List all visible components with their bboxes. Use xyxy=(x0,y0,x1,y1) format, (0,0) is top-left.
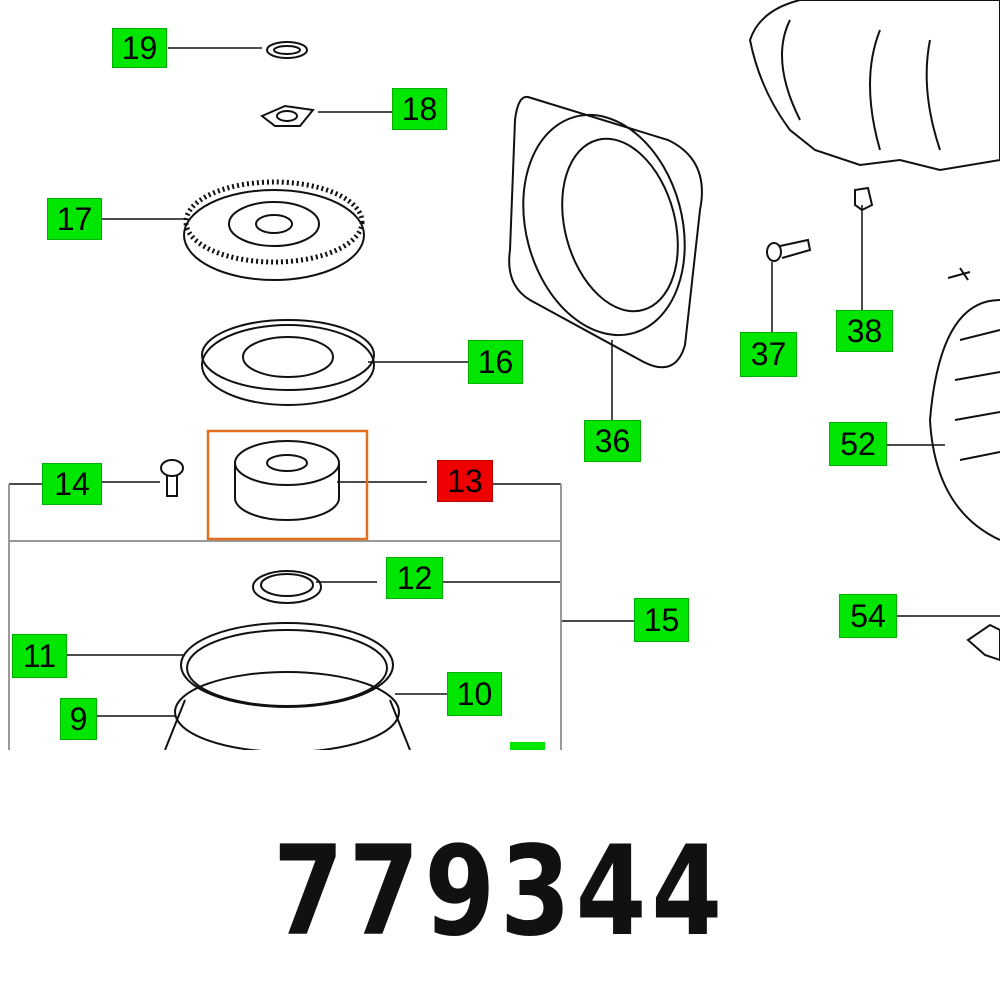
part-number: 779344 xyxy=(272,820,728,964)
callout-15[interactable]: 15 xyxy=(634,598,689,642)
callout-16[interactable]: 16 xyxy=(468,340,523,384)
callout-37[interactable]: 37 xyxy=(740,332,797,377)
callout-38[interactable]: 38 xyxy=(836,310,893,352)
callout-10[interactable]: 10 xyxy=(447,672,502,716)
highlight-frame-13 xyxy=(206,429,369,541)
callout-36[interactable]: 36 xyxy=(584,420,641,462)
group-bracket-15 xyxy=(8,483,562,750)
callout-54[interactable]: 54 xyxy=(839,594,897,638)
callout-18[interactable]: 18 xyxy=(392,88,447,130)
callout-12[interactable]: 12 xyxy=(386,557,443,599)
callout-14[interactable]: 14 xyxy=(42,463,102,505)
callout-19[interactable]: 19 xyxy=(112,28,167,68)
leader-lines xyxy=(67,47,1000,717)
callout-11[interactable]: 11 xyxy=(12,634,67,678)
callout-52[interactable]: 52 xyxy=(829,422,887,466)
exploded-parts-diagram xyxy=(8,0,1000,750)
callout-9[interactable]: 9 xyxy=(60,698,97,740)
callout-cropped xyxy=(510,742,545,750)
callout-17[interactable]: 17 xyxy=(47,198,102,240)
callout-13-highlighted[interactable]: 13 xyxy=(437,460,493,502)
